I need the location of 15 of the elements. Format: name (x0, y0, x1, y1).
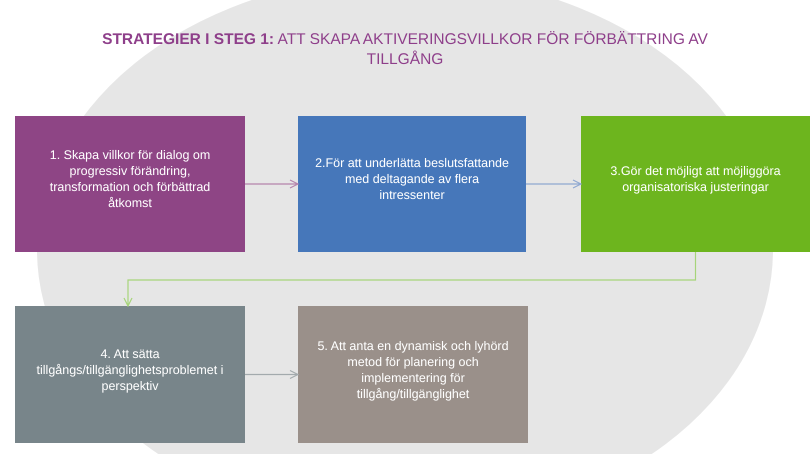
arrow (526, 179, 582, 189)
process-box (15, 116, 245, 252)
box-text: 3.Gör det möjligt att möjliggöra organisatoriska justeringar (609, 163, 782, 195)
box-text: 1. Skapa villkor för dialog om progressiv förändring, transformation och förbättrad åtkomst (48, 147, 212, 211)
arrow (123, 252, 696, 307)
process-box (15, 306, 245, 443)
box-text: 2.För att underlätta beslutsfattande med deltagande av flera intressenter (314, 155, 510, 203)
diagram-title: STRATEGIER I STEG 1: ATT SKAPA AKTIVERINGSVILLKOR FÖR FÖRBÄTTRING AV TILLGÅNG (101, 30, 709, 70)
arrow (245, 179, 299, 189)
arrow (245, 370, 299, 380)
process-box (581, 116, 810, 252)
process-box (298, 116, 526, 252)
box-text: 5. Att anta en dynamisk och lyhörd metod för planering och implementering för tillgång/tillgänglighet (316, 338, 510, 402)
box-text: 4. Att sätta tillgångs/tillgänglighetsproblemet i perspektiv (36, 346, 224, 394)
process-box (298, 306, 528, 443)
